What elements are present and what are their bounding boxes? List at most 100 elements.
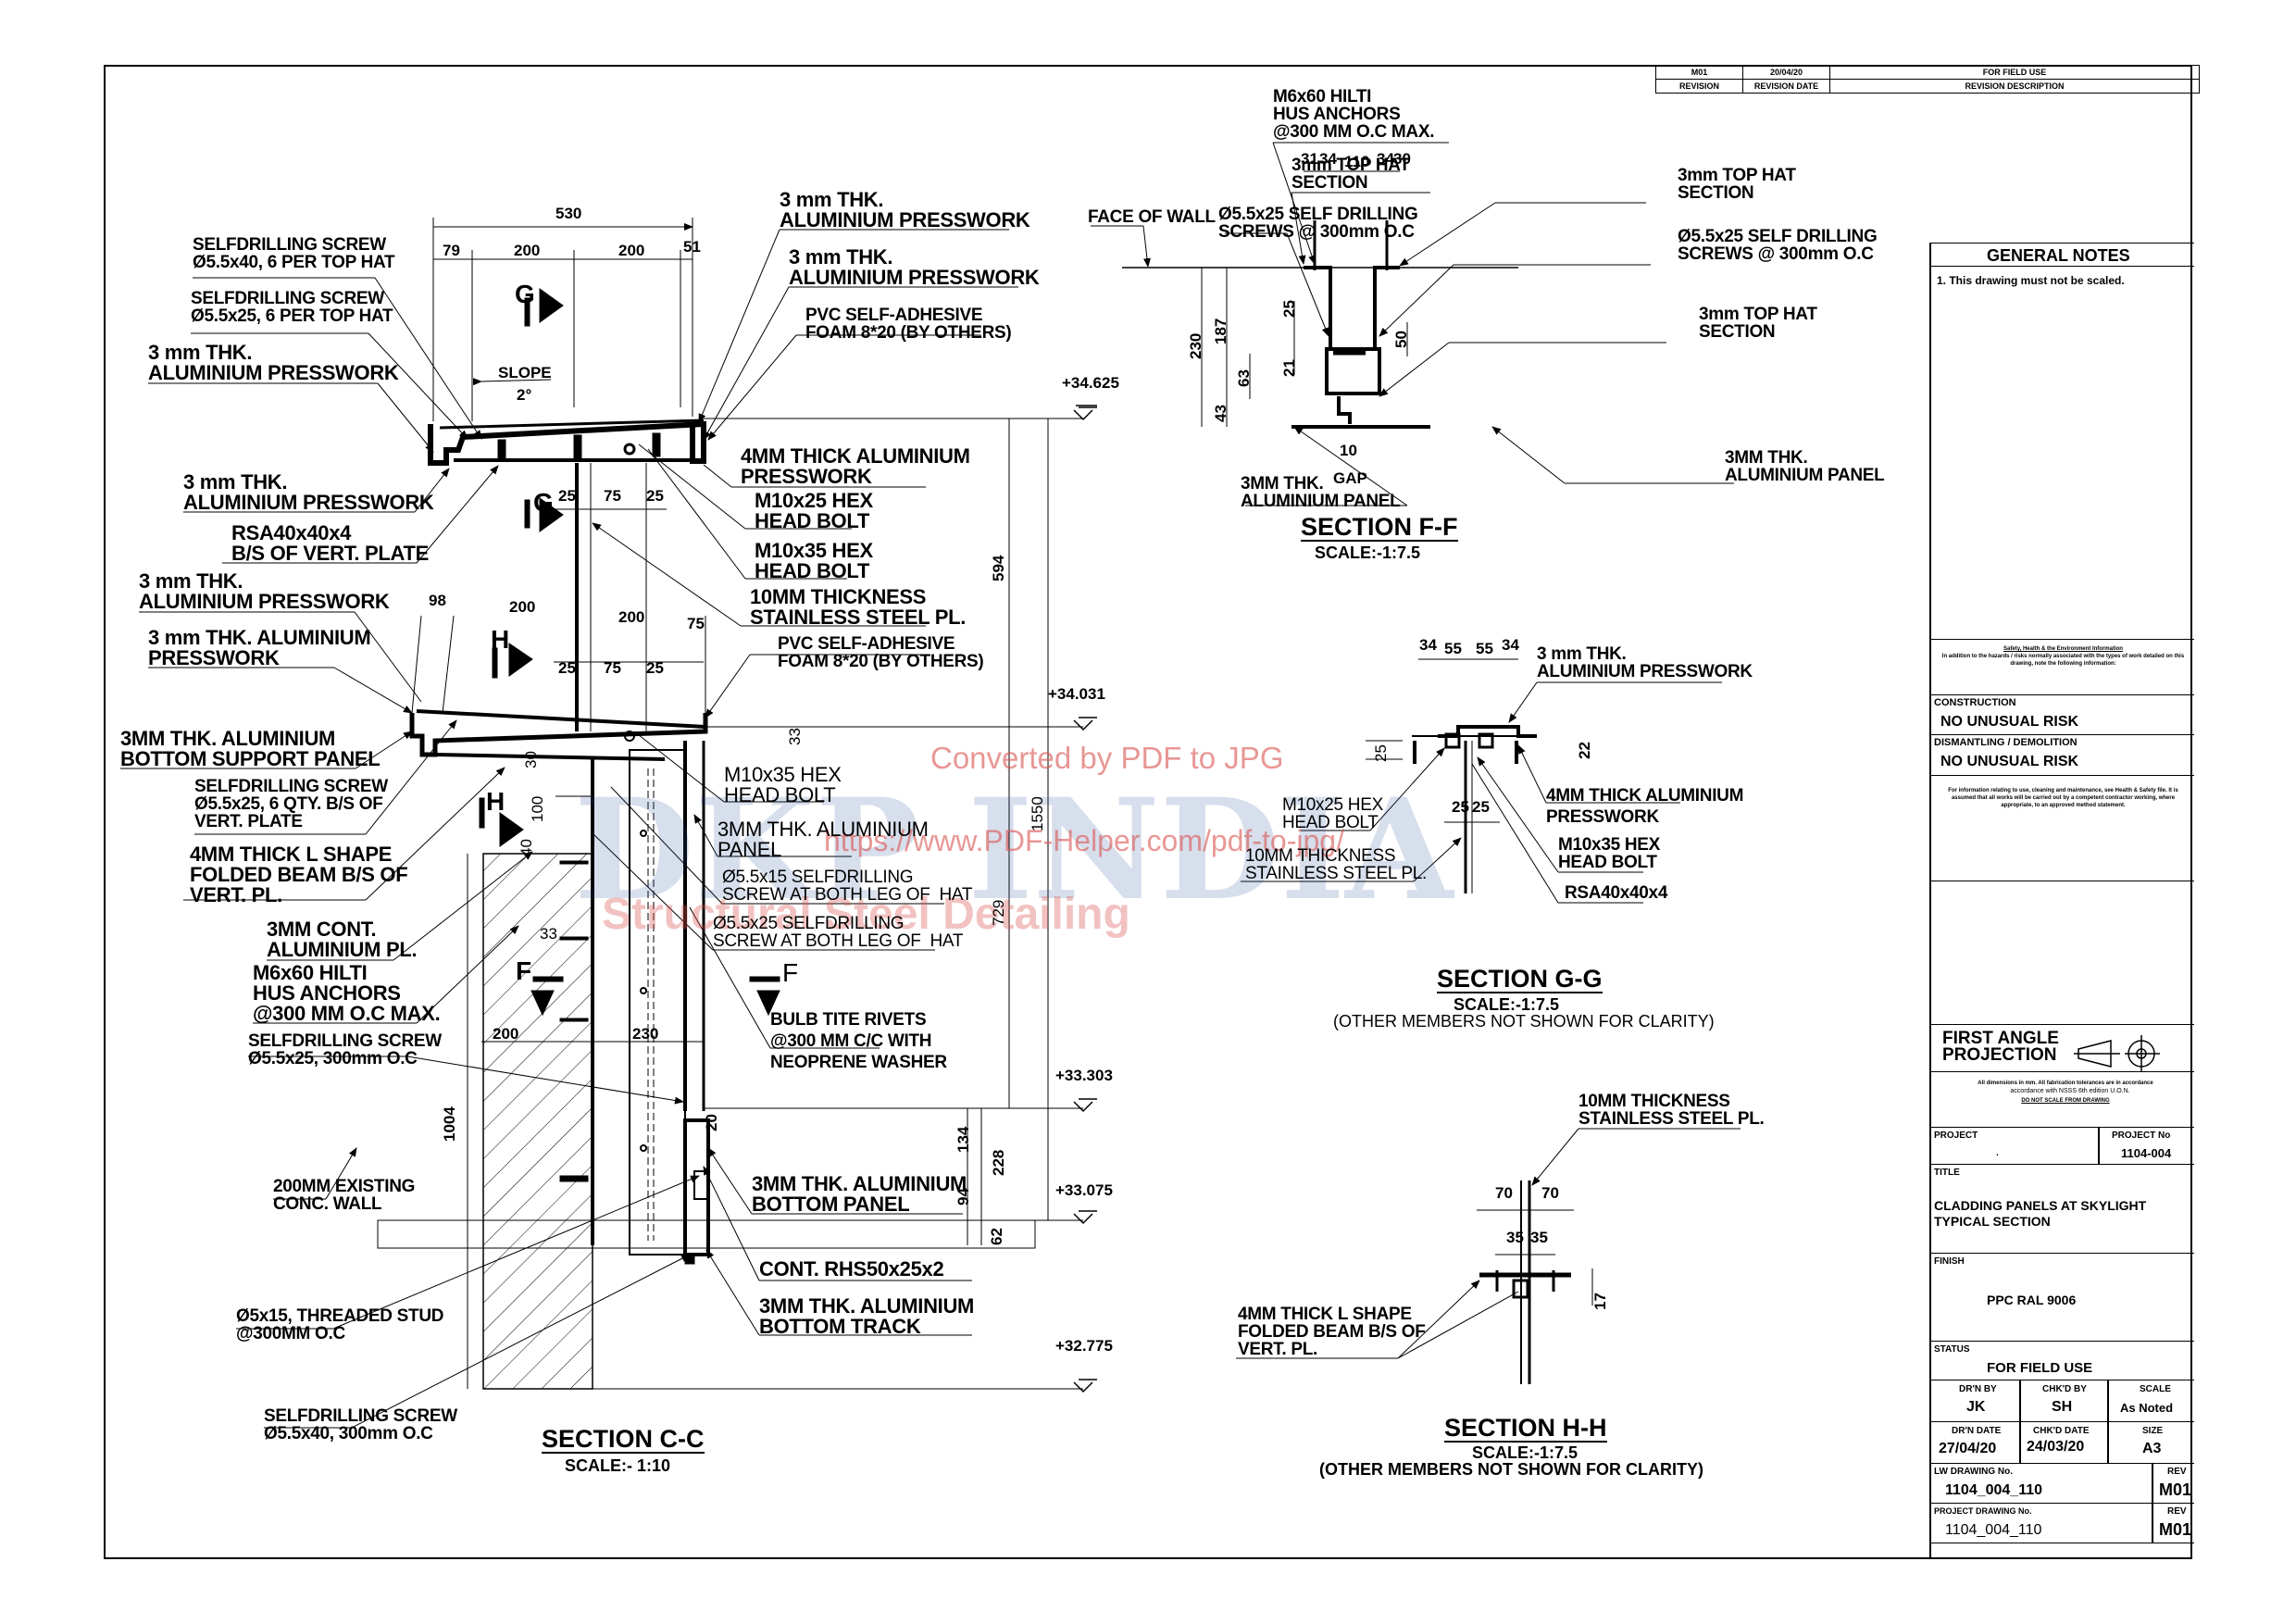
ff-dim-gap: 10 — [1340, 442, 1357, 459]
gg-label-bolt-m10x25: M10x25 HEX HEAD BOLT — [1282, 795, 1383, 832]
project-no-value: 1104-004 — [2121, 1146, 2172, 1160]
dimensions-note-1: All dimensions in mm. All fabrication to… — [1978, 1081, 2153, 1086]
revision-row: M01 20/04/20 FOR FIELD USE — [1655, 65, 2200, 80]
label-rhs: CONT. RHS50x25x2 — [759, 1257, 944, 1280]
project-drawing-row: PROJECT DRAWING No. 1104_004_110 REV M01 — [1931, 1504, 2194, 1543]
label-screw-40: SELFDRILLING SCREW Ø5.5x40, 6 PER TOP HA… — [193, 235, 395, 272]
dim-g-25b: 25 — [646, 487, 664, 505]
section-ff-title: SECTION F-F — [1301, 513, 1458, 542]
dim-1004: 1004 — [441, 1106, 458, 1142]
section-gg-note: (OTHER MEMBERS NOT SHOWN FOR CLARITY) — [1333, 1012, 1715, 1031]
dim-100: 100 — [529, 795, 546, 822]
label-bottom-panel: 3MM THK. ALUMINIUM BOTTOM PANEL — [752, 1172, 967, 1216]
status-value: FOR FIELD USE — [1987, 1360, 2093, 1376]
lw-drawing-label: LW DRAWING No. — [1934, 1467, 2013, 1477]
gg-dim-34b: 34 — [1502, 636, 1519, 654]
ff-dim-187: 187 — [1212, 318, 1229, 344]
ff-dim-63: 63 — [1235, 369, 1253, 387]
revision-code: M01 — [1655, 65, 1743, 80]
dismantling-label: DISMANTLING / DEMOLITION — [1934, 737, 2078, 748]
label-rivets: BULB TITE RIVETS @300 MM C/C WITH NEOPRE… — [770, 1010, 947, 1072]
ff-dim-34a: 34 — [1319, 150, 1337, 168]
checked-date-label: CHK'D DATE — [2033, 1426, 2090, 1436]
title-line-2: TYPICAL SECTION — [1934, 1214, 2051, 1229]
ff-dim-43: 43 — [1212, 405, 1229, 422]
slope-value: 2° — [517, 386, 532, 404]
first-angle-projection-symbol — [2074, 1035, 2160, 1072]
revision-date-header: REVISION DATE — [1742, 79, 1830, 94]
ff-label-tophat-right: 3mm TOP HAT SECTION — [1678, 166, 1796, 203]
project-label: PROJECT — [1934, 1131, 1978, 1141]
safety-intro-text: In addition to the hazards / risks norma… — [1941, 654, 2185, 667]
label-ss-plate: 10MM THICKNESS STAINLESS STEEL PL. — [750, 585, 967, 629]
revision-description-header: REVISION DESCRIPTION — [1829, 79, 2200, 94]
ff-label-panel-right: 3MM THK. ALUMINIUM PANEL — [1725, 448, 1885, 485]
watermark-logo: DKP INDIA — [574, 768, 1454, 931]
construction-value: NO UNUSUAL RISK — [1940, 714, 2079, 730]
ff-label-tophat-left: 3mm TOP HAT SECTION — [1292, 156, 1410, 193]
dim-729: 729 — [990, 899, 1007, 926]
label-screw-bottom: SELFDRILLING SCREW Ø5.5x40, 300mm O.C — [264, 1406, 457, 1443]
dim-62: 62 — [988, 1228, 1005, 1245]
dim-230: 230 — [632, 1025, 659, 1043]
label-presswork-4mm: 4MM THICK ALUMINIUM PRESSWORK — [741, 444, 970, 488]
lw-rev-value: M01 — [2159, 1480, 2192, 1499]
cc-top-canopy — [428, 418, 706, 466]
drawn-checked-scale-row: DR'N BY JK CHK'D BY SH SCALE As Noted — [1931, 1380, 2194, 1464]
label-presswork-left-2: 3 mm THK. ALUMINIUM PRESSWORK — [183, 470, 434, 514]
label-bolt-m10x35-b: M10x35 HEX HEAD BOLT — [724, 763, 842, 806]
dim-h-200b: 200 — [618, 608, 645, 626]
hh-dim-35a: 35 — [1506, 1229, 1524, 1246]
dimensions-note-2: accordance with NSSS 6th edition U.O.N. — [2010, 1088, 2130, 1094]
level-34031: +34.031 — [1048, 685, 1105, 703]
section-gg-title: SECTION G-G — [1437, 965, 1603, 993]
drawn-by-value: JK — [1966, 1399, 1986, 1415]
hh-label-l-beam: 4MM THICK L SHAPE FOLDED BEAM B/S OF VER… — [1238, 1305, 1426, 1359]
drawn-date-value: 27/04/20 — [1939, 1441, 1997, 1456]
projection-label-2: PROJECTION — [1942, 1045, 2057, 1065]
hh-dim-17: 17 — [1591, 1293, 1609, 1310]
section-cc-title: SECTION C-C — [542, 1425, 705, 1454]
revision-table: M01 20/04/20 FOR FIELD USE REVISION REVI… — [1655, 65, 2200, 94]
project-no-label: PROJECT No — [2112, 1131, 2171, 1141]
drawing-border — [104, 65, 2192, 1559]
section-mark-g-mid: G — [533, 488, 554, 517]
hh-leaders — [1236, 1128, 1741, 1359]
level-33075: +33.075 — [1055, 1181, 1113, 1199]
gg-dim-25a: 25 — [1452, 798, 1469, 816]
cc-concrete-wall — [482, 853, 593, 1390]
label-bottom-support: 3MM THK. ALUMINIUM BOTTOM SUPPORT PANEL — [120, 727, 381, 770]
label-stud: Ø5x15, THREADED STUD @300MM O.C — [236, 1306, 444, 1343]
gg-dim-55a: 55 — [1444, 640, 1462, 657]
gg-label-presswork: 3 mm THK. ALUMINIUM PRESSWORK — [1537, 644, 1753, 681]
section-mark-h-mid: H — [486, 787, 505, 816]
ff-leaders — [1091, 142, 1734, 506]
ff-dim-30: 30 — [1393, 150, 1411, 168]
label-presswork-top-2: 3 mm THK. ALUMINIUM PRESSWORK — [789, 245, 1040, 289]
status-label: STATUS — [1934, 1344, 1970, 1355]
ff-dim-50: 50 — [1392, 331, 1410, 348]
section-hh-note: (OTHER MEMBERS NOT SHOWN FOR CLARITY) — [1319, 1460, 1703, 1479]
dim-94: 94 — [955, 1188, 972, 1206]
label-screw-15: Ø5.5x15 SELFDRILLING SCREW AT BOTH LEG O… — [722, 868, 973, 905]
cc-vertical-plate — [554, 463, 704, 731]
dim-98: 98 — [429, 592, 446, 609]
label-cont-plate: 3MM CONT. ALUMINIUM PL. — [267, 918, 418, 961]
level-markers — [1073, 405, 1097, 1393]
label-screw-25-b: Ø5.5x25 SELFDRILLING SCREW AT BOTH LEG O… — [713, 914, 964, 951]
construction-risk: CONSTRUCTION NO UNUSUAL RISK — [1931, 694, 2194, 735]
dim-1550: 1550 — [1029, 796, 1046, 831]
lw-drawing-row: LW DRAWING No. 1104_004_110 REV M01 — [1931, 1464, 2194, 1543]
gg-dim-22: 22 — [1576, 742, 1593, 759]
finish-cell: FINISH PPC RAL 9006 — [1931, 1254, 2194, 1342]
finish-value: PPC RAL 9006 — [1987, 1293, 2077, 1307]
maintenance-note-text: For information relating to use, cleanin… — [1948, 788, 2178, 808]
label-presswork-top-1: 3 mm THK. ALUMINIUM PRESSWORK — [780, 188, 1030, 231]
drawn-date-label: DR'N DATE — [1952, 1426, 2002, 1436]
dim-134: 134 — [955, 1126, 972, 1153]
checked-date-value: 24/03/20 — [2027, 1439, 2085, 1455]
section-mark-h-top: H — [491, 625, 510, 654]
projection-label-1: FIRST ANGLE — [1942, 1029, 2059, 1048]
cc-leaders — [120, 229, 1018, 1429]
label-pvc-mid: PVC SELF-ADHESIVE FOAM 8*20 (BY OTHERS) — [778, 634, 984, 671]
